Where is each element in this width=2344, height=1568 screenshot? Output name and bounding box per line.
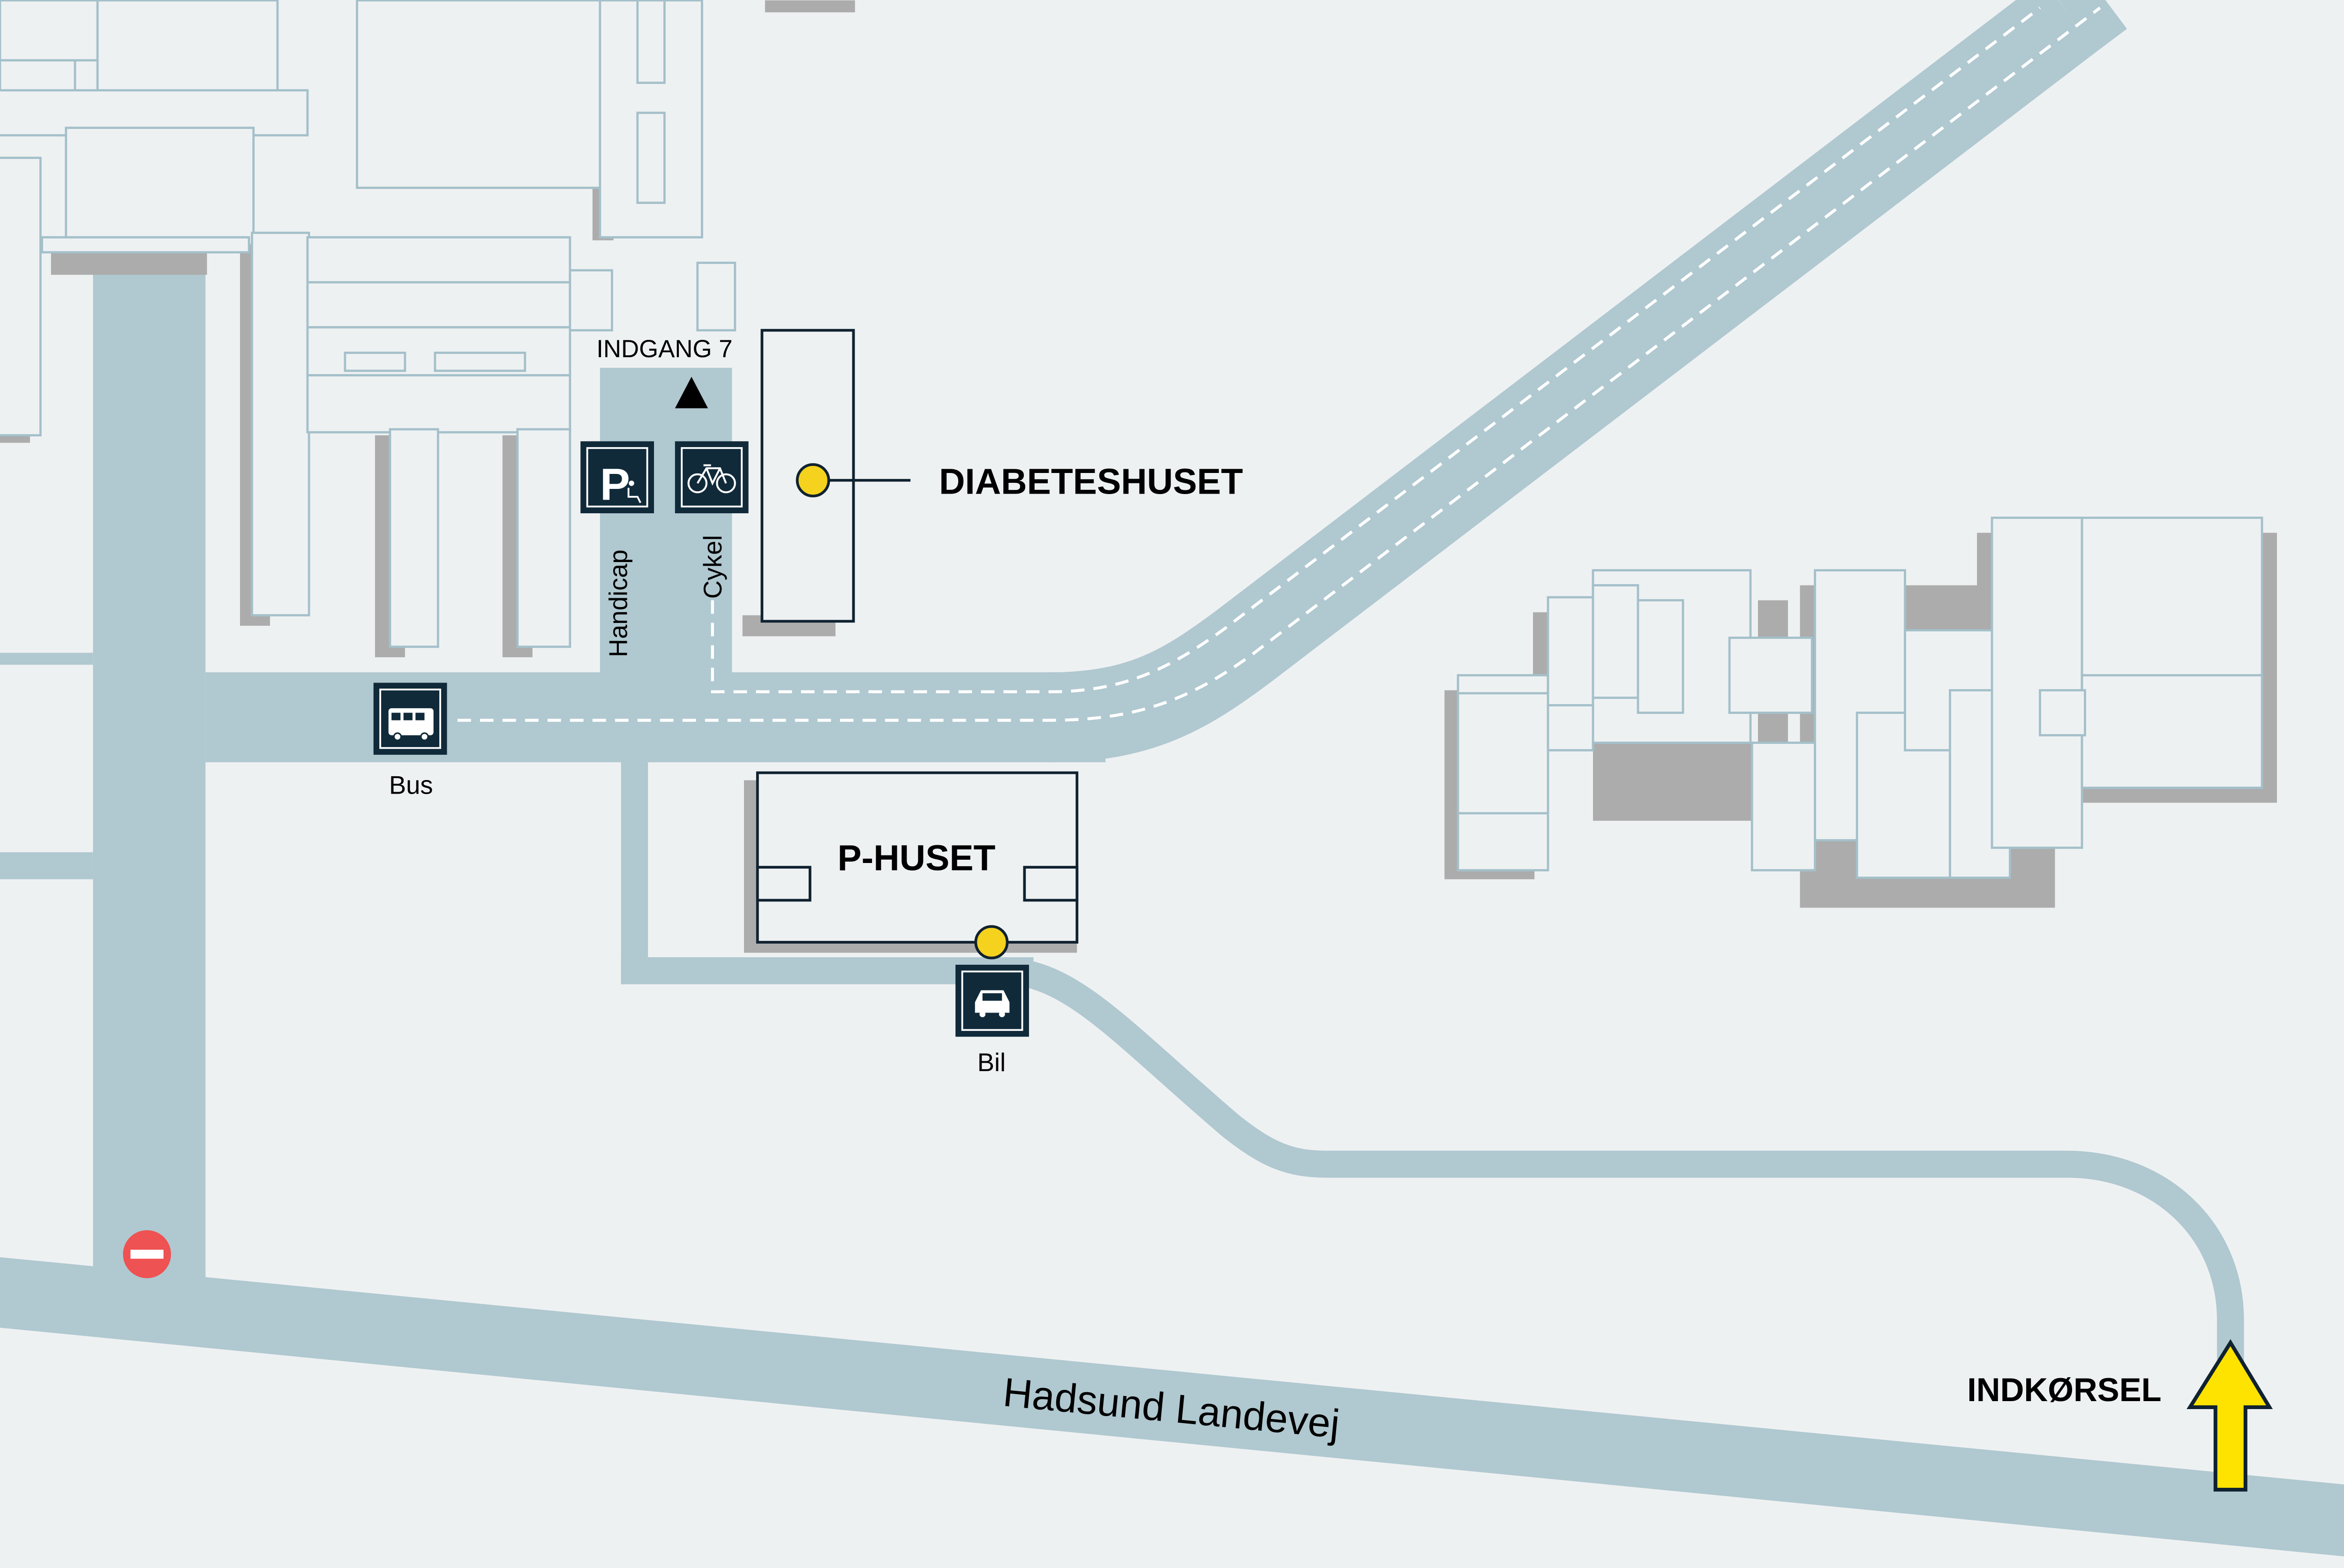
bicycle-icon[interactable] [675, 441, 749, 513]
dashed-lanes [457, 7, 2101, 722]
bus-icon[interactable] [373, 683, 447, 755]
diagonal-road [1049, 0, 2097, 763]
horizontal-road [205, 672, 1106, 763]
main-road [0, 1257, 2344, 1557]
no-entry-icon [123, 1230, 171, 1278]
svg-text:P: P [600, 459, 630, 510]
car-icon[interactable] [955, 965, 1029, 1037]
handicap-label: Handicap [604, 549, 632, 657]
p-huset-access-road [621, 762, 648, 984]
diabeteshuset-label[interactable]: DIABETESHUSET [939, 461, 1243, 502]
p-huset-marker[interactable] [974, 925, 1009, 960]
p-huset-building[interactable] [756, 771, 1079, 944]
entrance-triangle-icon[interactable] [675, 376, 708, 408]
bike-lane-dash [711, 7, 2041, 693]
driveway-road [1017, 959, 2244, 1500]
entrance-road [600, 368, 732, 675]
diagonal-road-top-extension [2058, 0, 2127, 52]
driveway-label[interactable]: INDKØRSEL [1967, 1371, 2161, 1408]
bil-label: Bil [977, 1048, 1006, 1077]
handicap-parking-icon[interactable]: P [580, 441, 654, 513]
diabeteshuset-marker[interactable] [796, 463, 830, 498]
roads [0, 258, 2344, 1557]
bus-lane-dash [457, 7, 2101, 722]
driveway-arrow-icon[interactable] [2186, 1339, 2273, 1492]
cykel-label: Cykel [699, 535, 727, 599]
bus-label: Bus [389, 771, 433, 799]
buildings [0, 0, 2263, 879]
left-stub-top [0, 653, 93, 665]
left-stub-mid [0, 852, 93, 879]
entrance-label: INDGANG 7 [596, 335, 732, 363]
left-vertical-road [93, 258, 206, 1293]
p-huset-label[interactable]: P-HUSET [837, 838, 995, 878]
